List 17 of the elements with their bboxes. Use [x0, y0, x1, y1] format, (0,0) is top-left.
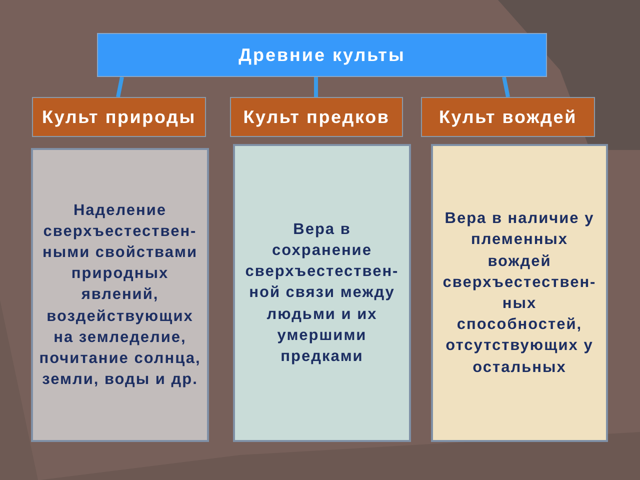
category-box — [32, 97, 206, 137]
description-card — [431, 144, 608, 442]
description-text: Наделение сверхъестествен- ными свойствами природных явлений, воздействующих на земледелие, почитание солнца, земли, воды и др. — [38, 200, 202, 390]
description-card — [233, 144, 411, 442]
category-box — [230, 97, 403, 137]
category-title: Культ предков — [243, 106, 390, 128]
title-box — [97, 33, 547, 77]
description-card — [31, 148, 209, 442]
category-title: Культ природы — [42, 106, 196, 128]
description-text: Вера в наличие у племенных вождей сверхъестествен- ных способностей, отсутствующих у остальных — [442, 209, 598, 378]
title-text: Древние культы — [238, 44, 406, 66]
category-title: Культ вождей — [439, 106, 577, 128]
category-box — [421, 97, 595, 137]
connector-line — [314, 77, 318, 97]
connector-line — [502, 76, 510, 98]
connector-line — [116, 76, 124, 98]
description-text: Вера в сохранение сверхъестествен- ной связи между людьми и их умершими предками — [244, 220, 400, 367]
